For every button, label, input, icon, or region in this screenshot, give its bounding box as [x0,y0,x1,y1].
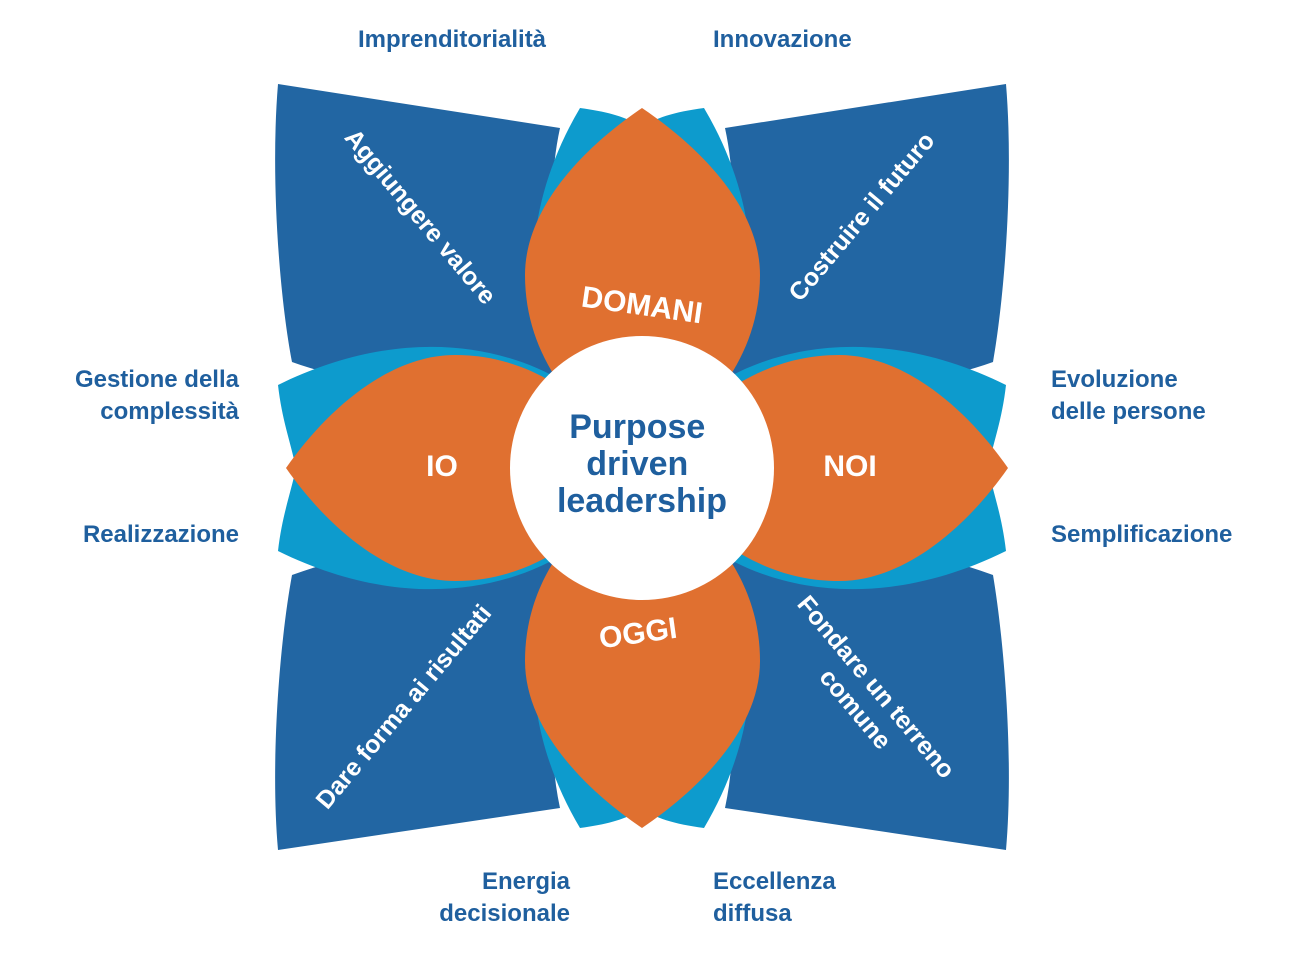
outer-label-semplificazione: Semplificazione [1051,521,1233,548]
outer-label-realizzazione: Realizzazione [82,521,239,548]
center-title: Purpose driven leadership [557,408,727,520]
center-line-2: driven [586,445,688,483]
outer-label-eccellenza-diffusa: Eccellenza diffusa [713,868,836,927]
outer-label-imprenditorialita: Imprenditorialità [358,26,547,53]
center-line-3: leadership [557,482,727,520]
outer-label-gestione-complessita: Gestione della complessità [74,366,239,425]
petal-label-io: IO [426,450,458,483]
outer-label-evoluzione-persone: Evoluzione delle persone [1051,366,1206,425]
center-circle [510,336,774,600]
outer-label-energia-decisionale: Energia decisionale [439,868,570,927]
center-line-1: Purpose [569,408,705,446]
petal-label-noi: NOI [823,450,876,483]
outer-label-innovazione: Innovazione [713,26,852,53]
